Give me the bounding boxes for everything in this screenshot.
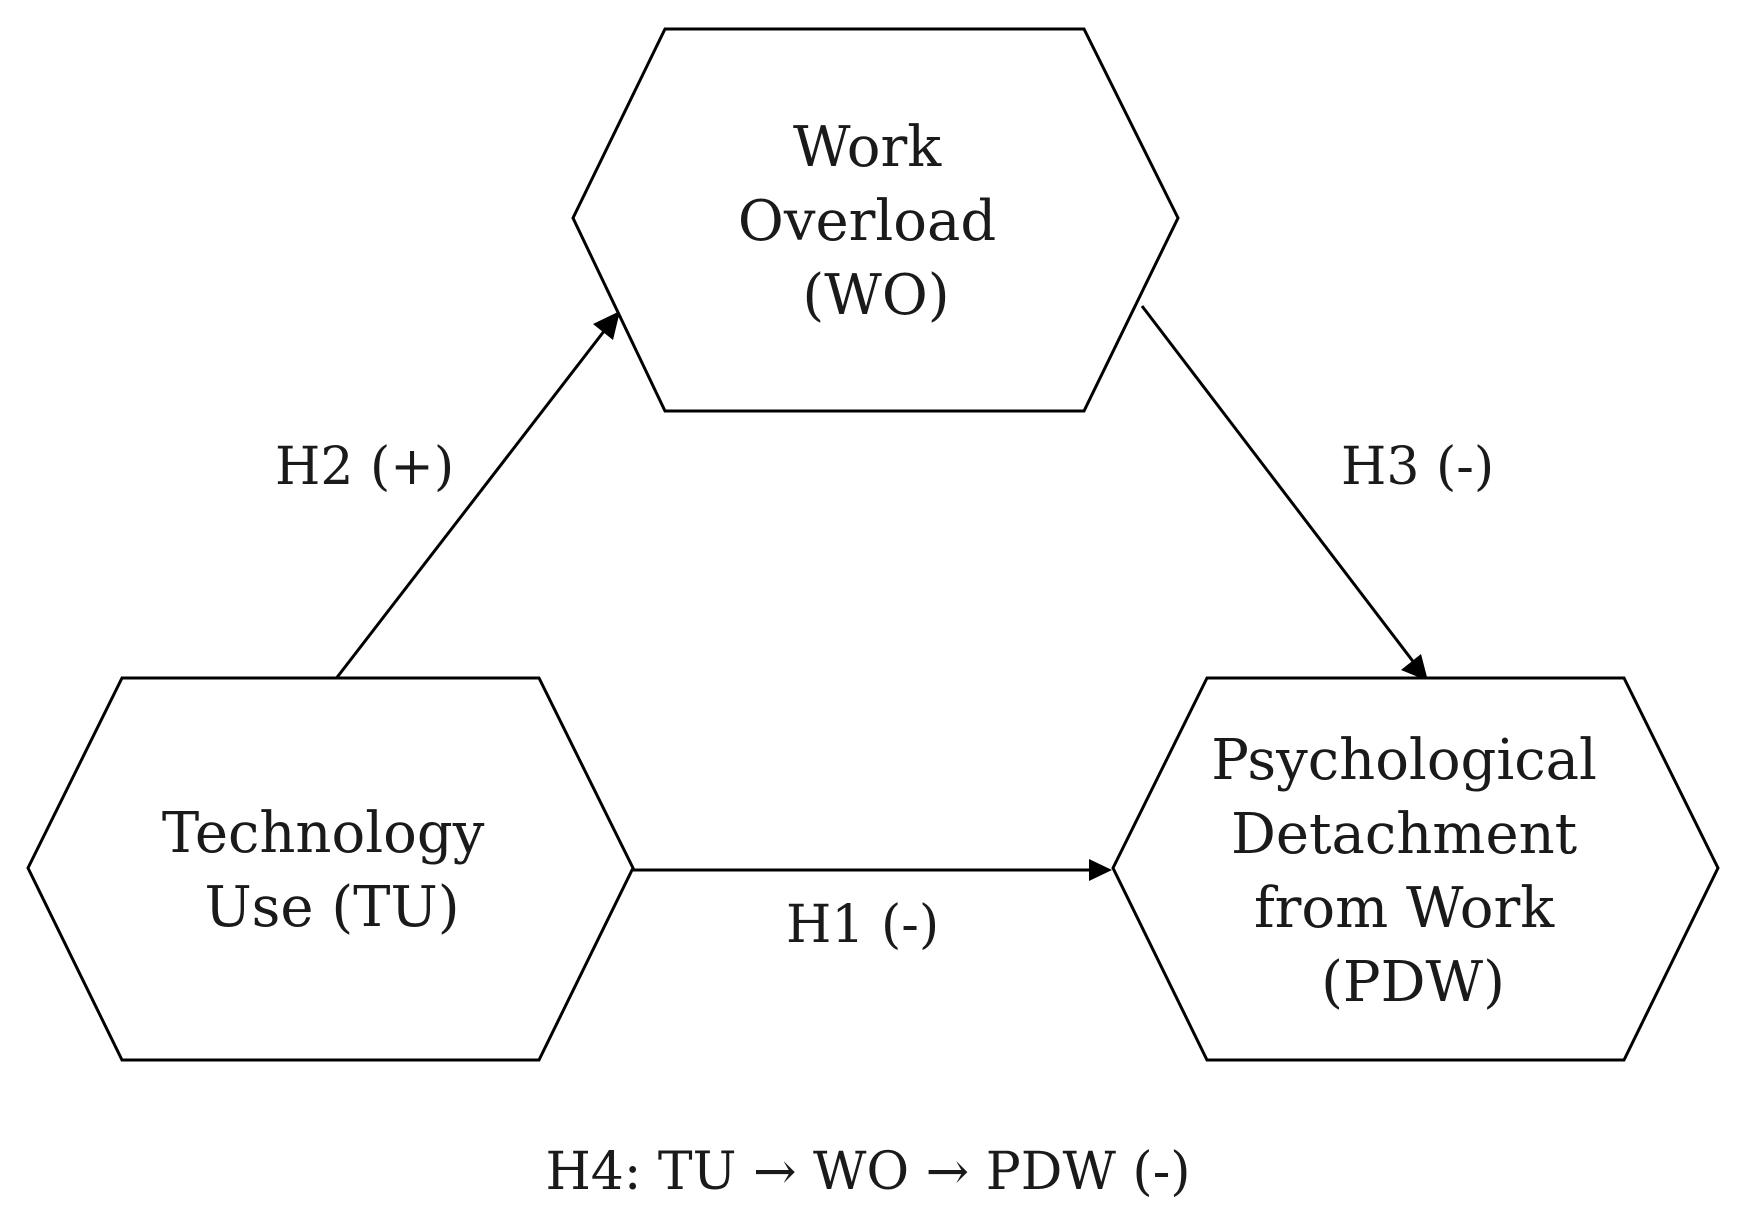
psychological-detachment-line-3: from Work	[1254, 876, 1555, 941]
h4-mediation-label: H4: TU → WO → PDW (-)	[545, 1142, 1190, 1202]
work-overload-line-3: (WO)	[802, 263, 949, 328]
psychological-detachment-label: Psychological Detachment from Work (PDW)	[1211, 728, 1615, 1015]
edge-h1-label: H1 (-)	[786, 895, 939, 955]
technology-use-line-1: Technology	[162, 801, 485, 866]
psychological-detachment-line-1: Psychological	[1211, 728, 1597, 793]
technology-use-label: Technology Use (TU)	[162, 801, 502, 940]
technology-use-line-2: Use (TU)	[204, 875, 459, 940]
psychological-detachment-hexagon	[1111, 676, 1720, 1062]
edge-h2-arrowhead	[593, 311, 620, 340]
psychological-detachment-line-2: Detachment	[1231, 802, 1578, 867]
edge-h2-line	[333, 325, 610, 681]
technology-use-hexagon	[26, 676, 635, 1062]
edge-h1-arrowhead	[1089, 859, 1112, 881]
work-overload-line-1: Work	[793, 115, 942, 180]
edge-h2-label: H2 (+)	[275, 437, 454, 497]
edge-h3-label: H3 (-)	[1341, 437, 1494, 497]
edge-h3-line	[1140, 305, 1417, 665]
work-overload-hexagon	[571, 27, 1180, 413]
work-overload-label: Work Overload (WO)	[738, 115, 1014, 328]
edge-h3-arrowhead	[1401, 654, 1428, 681]
work-overload-line-2: Overload	[738, 189, 996, 254]
psychological-detachment-line-4: (PDW)	[1321, 950, 1505, 1015]
